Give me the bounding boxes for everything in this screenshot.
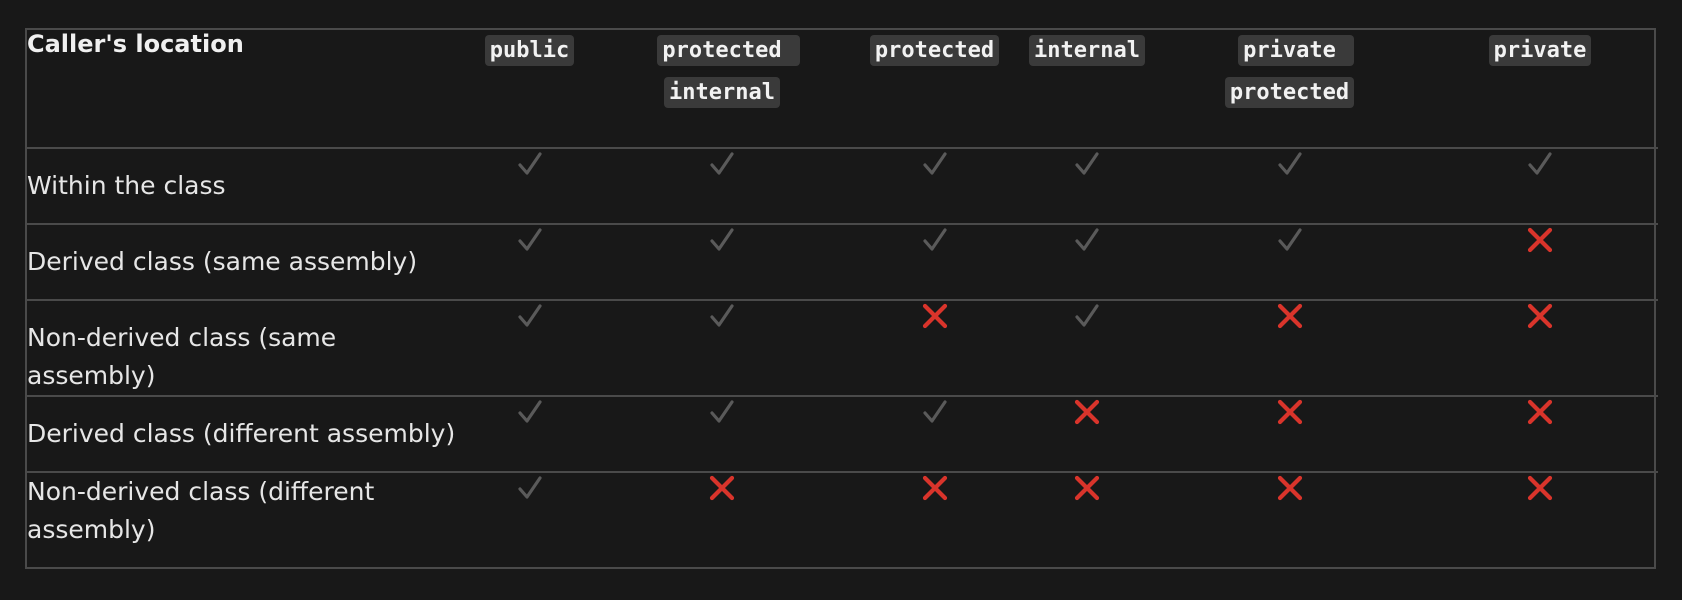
cross-icon (1275, 301, 1305, 331)
access-cell (852, 396, 1017, 472)
cross-icon (1275, 473, 1305, 503)
access-cell (852, 224, 1017, 300)
table-body: Within the class Derived class (same ass… (27, 148, 1658, 571)
caller-location-cell: Non-derived class (different assembly) (27, 477, 375, 544)
check-icon (515, 473, 545, 503)
check-icon (1275, 225, 1305, 255)
column-header-label: public (484, 35, 575, 66)
column-header-internal: internal (1017, 30, 1157, 148)
column-header-protected-internal: protected internal (592, 30, 852, 148)
access-cell (852, 148, 1017, 224)
table-row: Non-derived class (different assembly) (27, 472, 1658, 571)
check-icon (1275, 149, 1305, 179)
check-icon (515, 149, 545, 179)
access-cell (467, 472, 592, 571)
check-icon (707, 397, 737, 427)
check-icon (707, 149, 737, 179)
access-cell (467, 300, 592, 396)
column-header-label: internal (1029, 35, 1145, 66)
access-cell (592, 300, 852, 396)
cross-icon (707, 473, 737, 503)
check-icon (920, 397, 950, 427)
access-cell (1422, 148, 1658, 224)
column-header-private: private (1422, 30, 1658, 148)
access-cell (592, 472, 852, 571)
check-icon (920, 149, 950, 179)
column-header-label: protected internal (657, 35, 800, 108)
check-icon (707, 225, 737, 255)
access-cell (1157, 472, 1422, 571)
table-row: Non-derived class (same assembly) (27, 300, 1658, 396)
access-cell (1157, 224, 1422, 300)
cross-icon (920, 301, 950, 331)
cross-icon (1072, 473, 1102, 503)
check-icon (1072, 149, 1102, 179)
header-row: Caller's location public protected inter… (27, 30, 1658, 148)
table-row: Derived class (same assembly) (27, 224, 1658, 300)
access-cell (1422, 224, 1658, 300)
access-cell (852, 300, 1017, 396)
caller-location-cell: Derived class (same assembly) (27, 247, 418, 276)
check-icon (515, 225, 545, 255)
cross-icon (1525, 301, 1555, 331)
check-icon (515, 397, 545, 427)
check-icon (1072, 225, 1102, 255)
access-cell (592, 224, 852, 300)
check-icon (1525, 149, 1555, 179)
access-cell (1017, 300, 1157, 396)
access-cell (592, 148, 852, 224)
cross-icon (1525, 225, 1555, 255)
cross-icon (920, 473, 950, 503)
check-icon (707, 301, 737, 331)
column-header-label: private (1488, 35, 1592, 66)
access-cell (467, 396, 592, 472)
column-header-protected: protected (852, 30, 1017, 148)
column-header-label: protected (869, 35, 1000, 66)
access-cell (1017, 148, 1157, 224)
access-cell (1017, 472, 1157, 571)
cross-icon (1275, 397, 1305, 427)
access-cell (467, 224, 592, 300)
access-cell (1422, 396, 1658, 472)
column-header-public: public (467, 30, 592, 148)
table-row: Derived class (different assembly) (27, 396, 1658, 472)
access-cell (1157, 300, 1422, 396)
access-cell (852, 472, 1017, 571)
cross-icon (1525, 397, 1555, 427)
check-icon (1072, 301, 1102, 331)
caller-location-cell: Within the class (27, 171, 226, 200)
access-cell (1422, 472, 1658, 571)
access-cell (1017, 224, 1157, 300)
access-cell (592, 396, 852, 472)
cross-icon (1072, 397, 1102, 427)
caller-location-cell: Derived class (different assembly) (27, 419, 456, 448)
access-cell (1422, 300, 1658, 396)
caller-location-cell: Non-derived class (same assembly) (27, 323, 337, 390)
column-header-label: private protected (1224, 35, 1355, 108)
check-icon (920, 225, 950, 255)
cross-icon (1525, 473, 1555, 503)
table-row: Within the class (27, 148, 1658, 224)
access-cell (1017, 396, 1157, 472)
callers-location-header: Caller's location (27, 30, 244, 58)
access-cell (1157, 396, 1422, 472)
access-modifier-table: Caller's location public protected inter… (27, 30, 1658, 571)
access-cell (467, 148, 592, 224)
column-header-private-protected: private protected (1157, 30, 1422, 148)
check-icon (515, 301, 545, 331)
access-cell (1157, 148, 1422, 224)
access-modifier-table-container: Caller's location public protected inter… (25, 28, 1658, 571)
